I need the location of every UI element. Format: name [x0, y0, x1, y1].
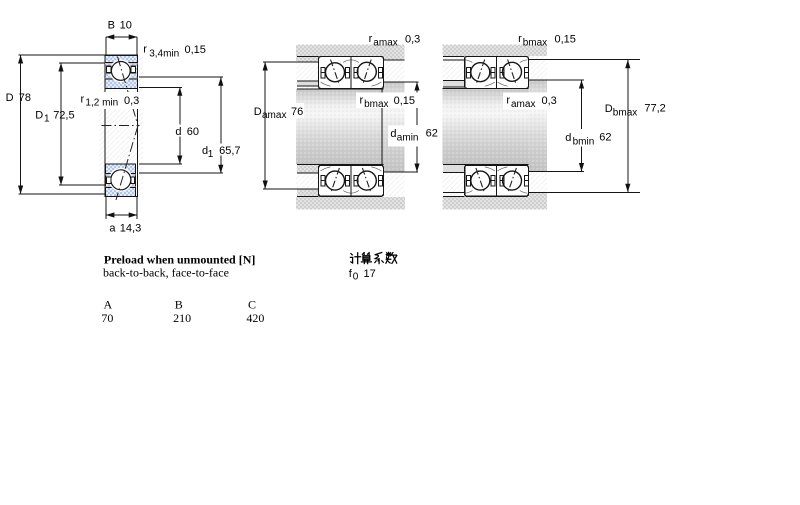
svg-text:C: C: [248, 298, 256, 312]
svg-text:amax: amax: [262, 110, 286, 121]
svg-text:420: 420: [246, 311, 264, 325]
svg-text:60: 60: [187, 126, 199, 138]
svg-text:78: 78: [19, 92, 31, 104]
svg-text:bmax: bmax: [613, 108, 637, 119]
svg-text:0: 0: [353, 272, 359, 283]
svg-text:A: A: [104, 298, 113, 312]
svg-text:amax: amax: [511, 99, 535, 110]
svg-text:210: 210: [173, 311, 191, 325]
svg-text:D: D: [605, 103, 613, 115]
svg-text:d: d: [202, 145, 208, 157]
svg-text:76: 76: [291, 106, 303, 118]
svg-text:r: r: [143, 43, 147, 55]
svg-text:f: f: [349, 268, 353, 280]
svg-text:D: D: [254, 106, 262, 118]
svg-text:10: 10: [120, 20, 132, 32]
svg-text:14,3: 14,3: [120, 223, 141, 235]
svg-text:d: d: [565, 132, 571, 144]
svg-text:bmax: bmax: [523, 37, 547, 48]
svg-text:B: B: [175, 298, 183, 312]
svg-text:0,15: 0,15: [394, 95, 415, 107]
svg-text:r: r: [506, 95, 510, 107]
svg-text:bmin: bmin: [573, 136, 595, 147]
svg-text:70: 70: [101, 311, 113, 325]
svg-text:0,15: 0,15: [555, 34, 576, 46]
svg-text:r: r: [360, 95, 364, 107]
svg-text:d: d: [175, 126, 181, 138]
svg-text:B: B: [108, 20, 115, 32]
svg-text:1,2 min: 1,2 min: [85, 98, 118, 109]
svg-text:d: d: [390, 128, 396, 140]
svg-text:back-to-back, face-to-face: back-to-back, face-to-face: [103, 266, 229, 280]
svg-text:3,4min: 3,4min: [149, 48, 179, 59]
svg-text:0,3: 0,3: [542, 95, 557, 107]
svg-text:0,3: 0,3: [124, 95, 139, 107]
svg-text:72,5: 72,5: [53, 110, 74, 122]
svg-text:Preload when unmounted [N]: Preload when unmounted [N]: [104, 253, 255, 267]
svg-text:a: a: [109, 223, 116, 235]
svg-text:D: D: [6, 92, 14, 104]
svg-text:1: 1: [208, 149, 214, 160]
svg-text:77,2: 77,2: [644, 103, 665, 115]
svg-text:amax: amax: [373, 37, 397, 48]
svg-text:0,15: 0,15: [185, 44, 206, 56]
svg-text:17: 17: [364, 268, 376, 280]
svg-text:62: 62: [599, 132, 611, 144]
svg-text:bmax: bmax: [364, 99, 388, 110]
svg-text:1: 1: [44, 113, 50, 124]
svg-text:0,3: 0,3: [405, 34, 420, 46]
svg-text:r: r: [518, 33, 522, 45]
svg-text:D: D: [35, 110, 43, 122]
svg-text:r: r: [81, 94, 85, 106]
svg-text:62: 62: [426, 128, 438, 140]
svg-text:amin: amin: [397, 132, 419, 143]
svg-text:r: r: [369, 33, 373, 45]
svg-text:65,7: 65,7: [219, 145, 240, 157]
